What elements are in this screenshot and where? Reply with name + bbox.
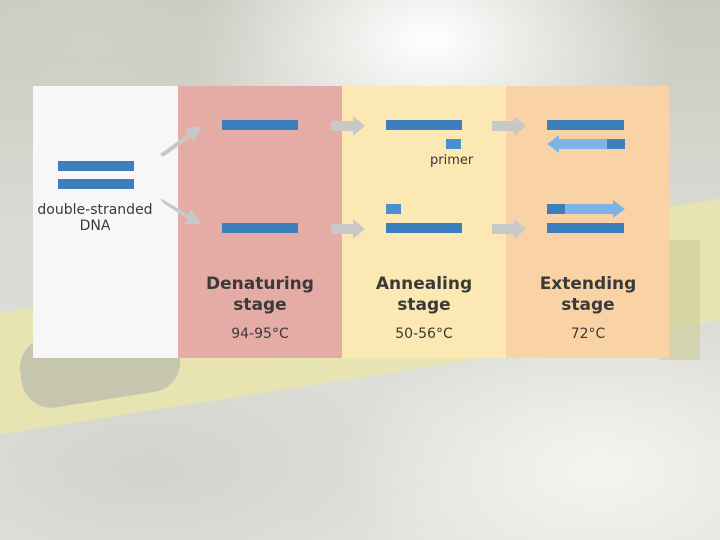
extending-stage-temp: 72°C (570, 326, 606, 342)
arrow-den-ann-bottom-icon (331, 219, 365, 239)
arrow-ann-ext-top-icon (492, 116, 526, 136)
primer-bottom (386, 204, 401, 214)
primer-top (446, 139, 461, 149)
split-arrow-up-icon (160, 126, 202, 157)
extending-strand-top (547, 120, 624, 130)
extending-panel (506, 86, 669, 358)
denaturing-panel (178, 86, 342, 358)
denatured-strand-bottom (222, 223, 298, 233)
denaturing-stage-temp: 94-95°C (231, 326, 289, 342)
denatured-strand-top (222, 120, 298, 130)
arrow-ann-ext-bottom-icon (492, 219, 526, 239)
split-arrow-down-icon (160, 198, 202, 224)
primer-label: primer (430, 153, 474, 168)
annealing-strand-top (386, 120, 462, 130)
extending-strand-bottom (547, 223, 624, 233)
arrow-den-ann-top-icon (331, 116, 365, 136)
new-strand-arrow-left-icon (547, 135, 625, 153)
dna-strand-top (58, 161, 134, 171)
annealing-strand-bottom (386, 223, 462, 233)
dna-strand-bottom (58, 179, 134, 189)
new-strand-arrow-right-icon (547, 200, 625, 218)
annealing-panel (342, 86, 506, 358)
annealing-stage-temp: 50-56°C (395, 326, 453, 342)
